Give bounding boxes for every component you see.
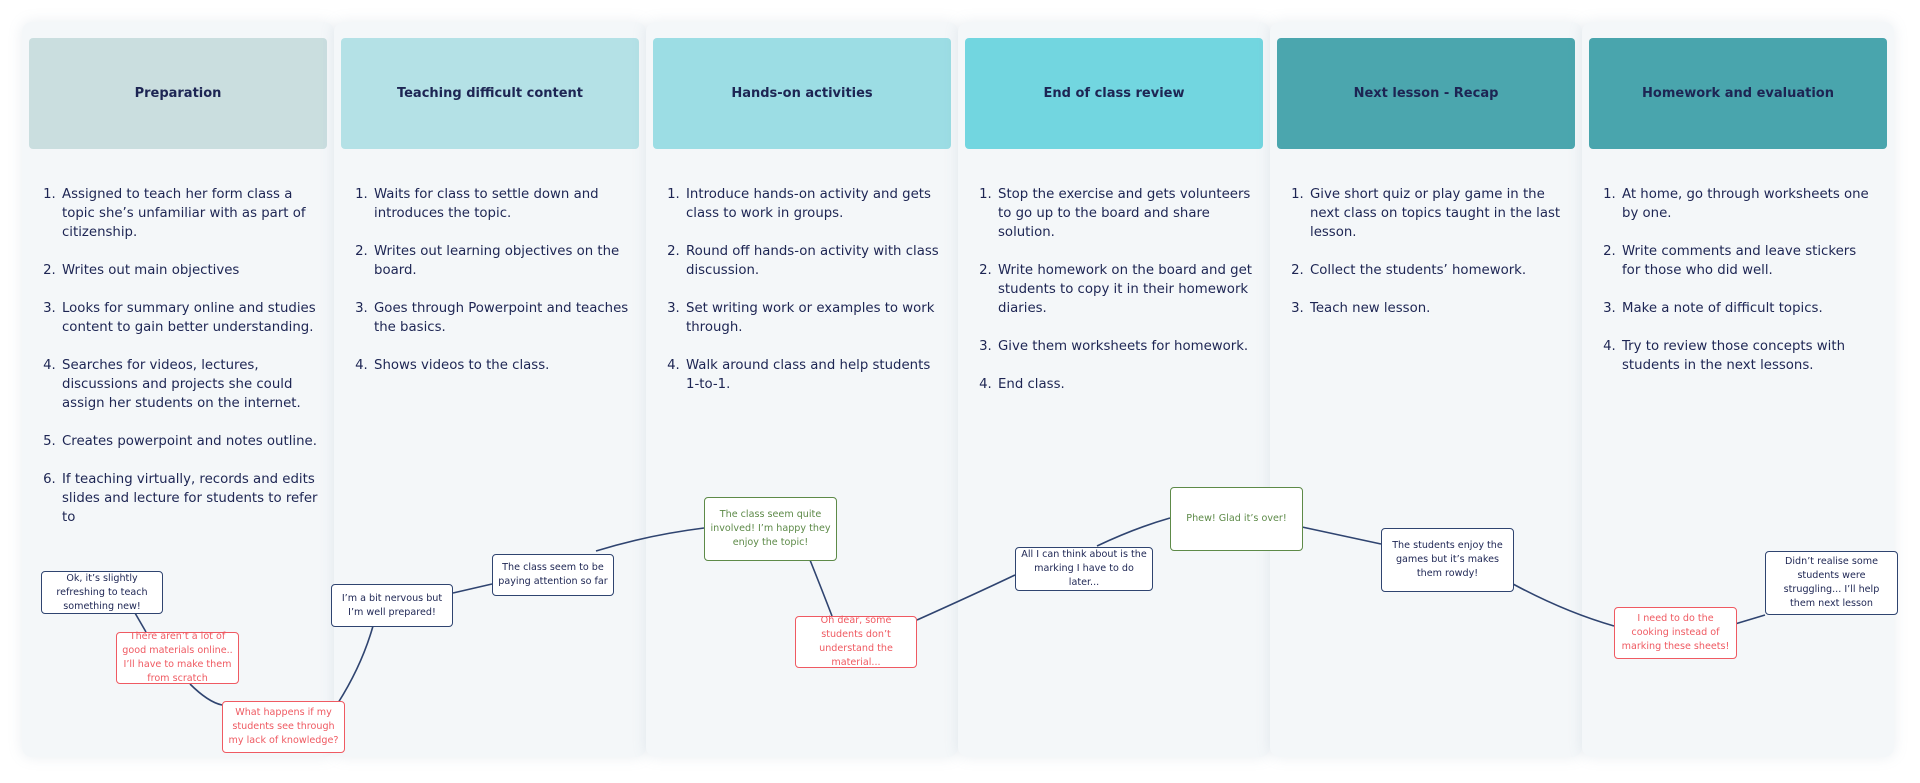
curve-segment bbox=[809, 559, 833, 617]
step-item: Collect the students’ homework. bbox=[1308, 261, 1566, 280]
step-item: Round off hands-on activity with class d… bbox=[684, 242, 942, 280]
emotion-note: The class seem to be paying attention so… bbox=[492, 554, 614, 596]
curve-segment bbox=[1096, 517, 1171, 547]
emotion-note: Ok, it’s slightly refreshing to teach so… bbox=[41, 571, 163, 614]
step-item: Goes through Powerpoint and teaches the … bbox=[372, 299, 630, 337]
curve-segment bbox=[1512, 583, 1615, 627]
stage-steps-list: Stop the exercise and gets volunteers to… bbox=[978, 185, 1254, 413]
step-item: Introduce hands-on activity and gets cla… bbox=[684, 185, 942, 223]
stage-column-review: End of class review Stop the exercise an… bbox=[958, 22, 1270, 757]
stage-header: Preparation bbox=[29, 38, 327, 149]
stage-header: Teaching difficult content bbox=[341, 38, 639, 149]
stage-header: End of class review bbox=[965, 38, 1263, 149]
stage-steps-list: Assigned to teach her form class a topic… bbox=[42, 185, 318, 546]
emotion-note: I need to do the cooking instead of mark… bbox=[1614, 607, 1737, 659]
stage-column-recap: Next lesson - Recap Give short quiz or p… bbox=[1270, 22, 1582, 757]
emotion-note: I’m a bit nervous but I’m well prepared! bbox=[331, 584, 453, 627]
stage-header: Homework and evaluation bbox=[1589, 38, 1887, 149]
curve-segment bbox=[916, 574, 1016, 621]
step-item: Waits for class to settle down and intro… bbox=[372, 185, 630, 223]
step-item: Give them worksheets for homework. bbox=[996, 337, 1254, 356]
step-item: If teaching virtually, records and edits… bbox=[60, 470, 318, 527]
step-item: Write comments and leave stickers for th… bbox=[1620, 242, 1878, 280]
curve-segment bbox=[452, 583, 493, 594]
emotion-note: The students enjoy the games but it’s ma… bbox=[1381, 528, 1514, 592]
step-item: Stop the exercise and gets volunteers to… bbox=[996, 185, 1254, 242]
step-item: Shows videos to the class. bbox=[372, 356, 630, 375]
emotion-note: All I can think about is the marking I h… bbox=[1015, 547, 1153, 591]
step-item: Set writing work or examples to work thr… bbox=[684, 299, 942, 337]
step-item: Teach new lesson. bbox=[1308, 299, 1566, 318]
stage-steps-list: Introduce hands-on activity and gets cla… bbox=[666, 185, 942, 413]
stage-steps-list: At home, go through worksheets one by on… bbox=[1602, 185, 1878, 394]
emotion-note: There aren’t a lot of good materials onl… bbox=[116, 631, 239, 684]
step-item: Writes out learning objectives on the bo… bbox=[372, 242, 630, 280]
curve-segment bbox=[134, 612, 147, 633]
step-item: End class. bbox=[996, 375, 1254, 394]
step-item: Looks for summary online and studies con… bbox=[60, 299, 318, 337]
emotion-note: Oh dear, some students don’t understand … bbox=[795, 615, 917, 668]
curve-segment bbox=[337, 625, 374, 704]
curve-segment bbox=[1301, 526, 1382, 545]
step-item: At home, go through worksheets one by on… bbox=[1620, 185, 1878, 223]
step-item: Make a note of difficult topics. bbox=[1620, 299, 1878, 318]
stage-header: Next lesson - Recap bbox=[1277, 38, 1575, 149]
step-item: Searches for videos, lectures, discussio… bbox=[60, 356, 318, 413]
step-item: Give short quiz or play game in the next… bbox=[1308, 185, 1566, 242]
curve-segment bbox=[595, 527, 705, 552]
stage-steps-list: Give short quiz or play game in the next… bbox=[1290, 185, 1566, 337]
step-item: Write homework on the board and get stud… bbox=[996, 261, 1254, 318]
step-item: Walk around class and help students 1-to… bbox=[684, 356, 942, 394]
stage-column-teaching: Teaching difficult content Waits for cla… bbox=[334, 22, 646, 757]
emotion-note: The class seem quite involved! I’m happy… bbox=[704, 497, 837, 561]
curve-segment bbox=[1734, 614, 1766, 625]
emotion-note: What happens if my students see through … bbox=[222, 701, 345, 753]
step-item: Writes out main objectives bbox=[60, 261, 318, 280]
step-item: Try to review those concepts with studen… bbox=[1620, 337, 1878, 375]
emotion-note: Phew! Glad it’s over! bbox=[1170, 487, 1303, 551]
stage-steps-list: Waits for class to settle down and intro… bbox=[354, 185, 630, 394]
step-item: Creates powerpoint and notes outline. bbox=[60, 432, 318, 451]
step-item: Assigned to teach her form class a topic… bbox=[60, 185, 318, 242]
stage-header: Hands-on activities bbox=[653, 38, 951, 149]
emotion-note: Didn’t realise some students were strugg… bbox=[1765, 551, 1898, 615]
curve-segment bbox=[189, 683, 223, 706]
